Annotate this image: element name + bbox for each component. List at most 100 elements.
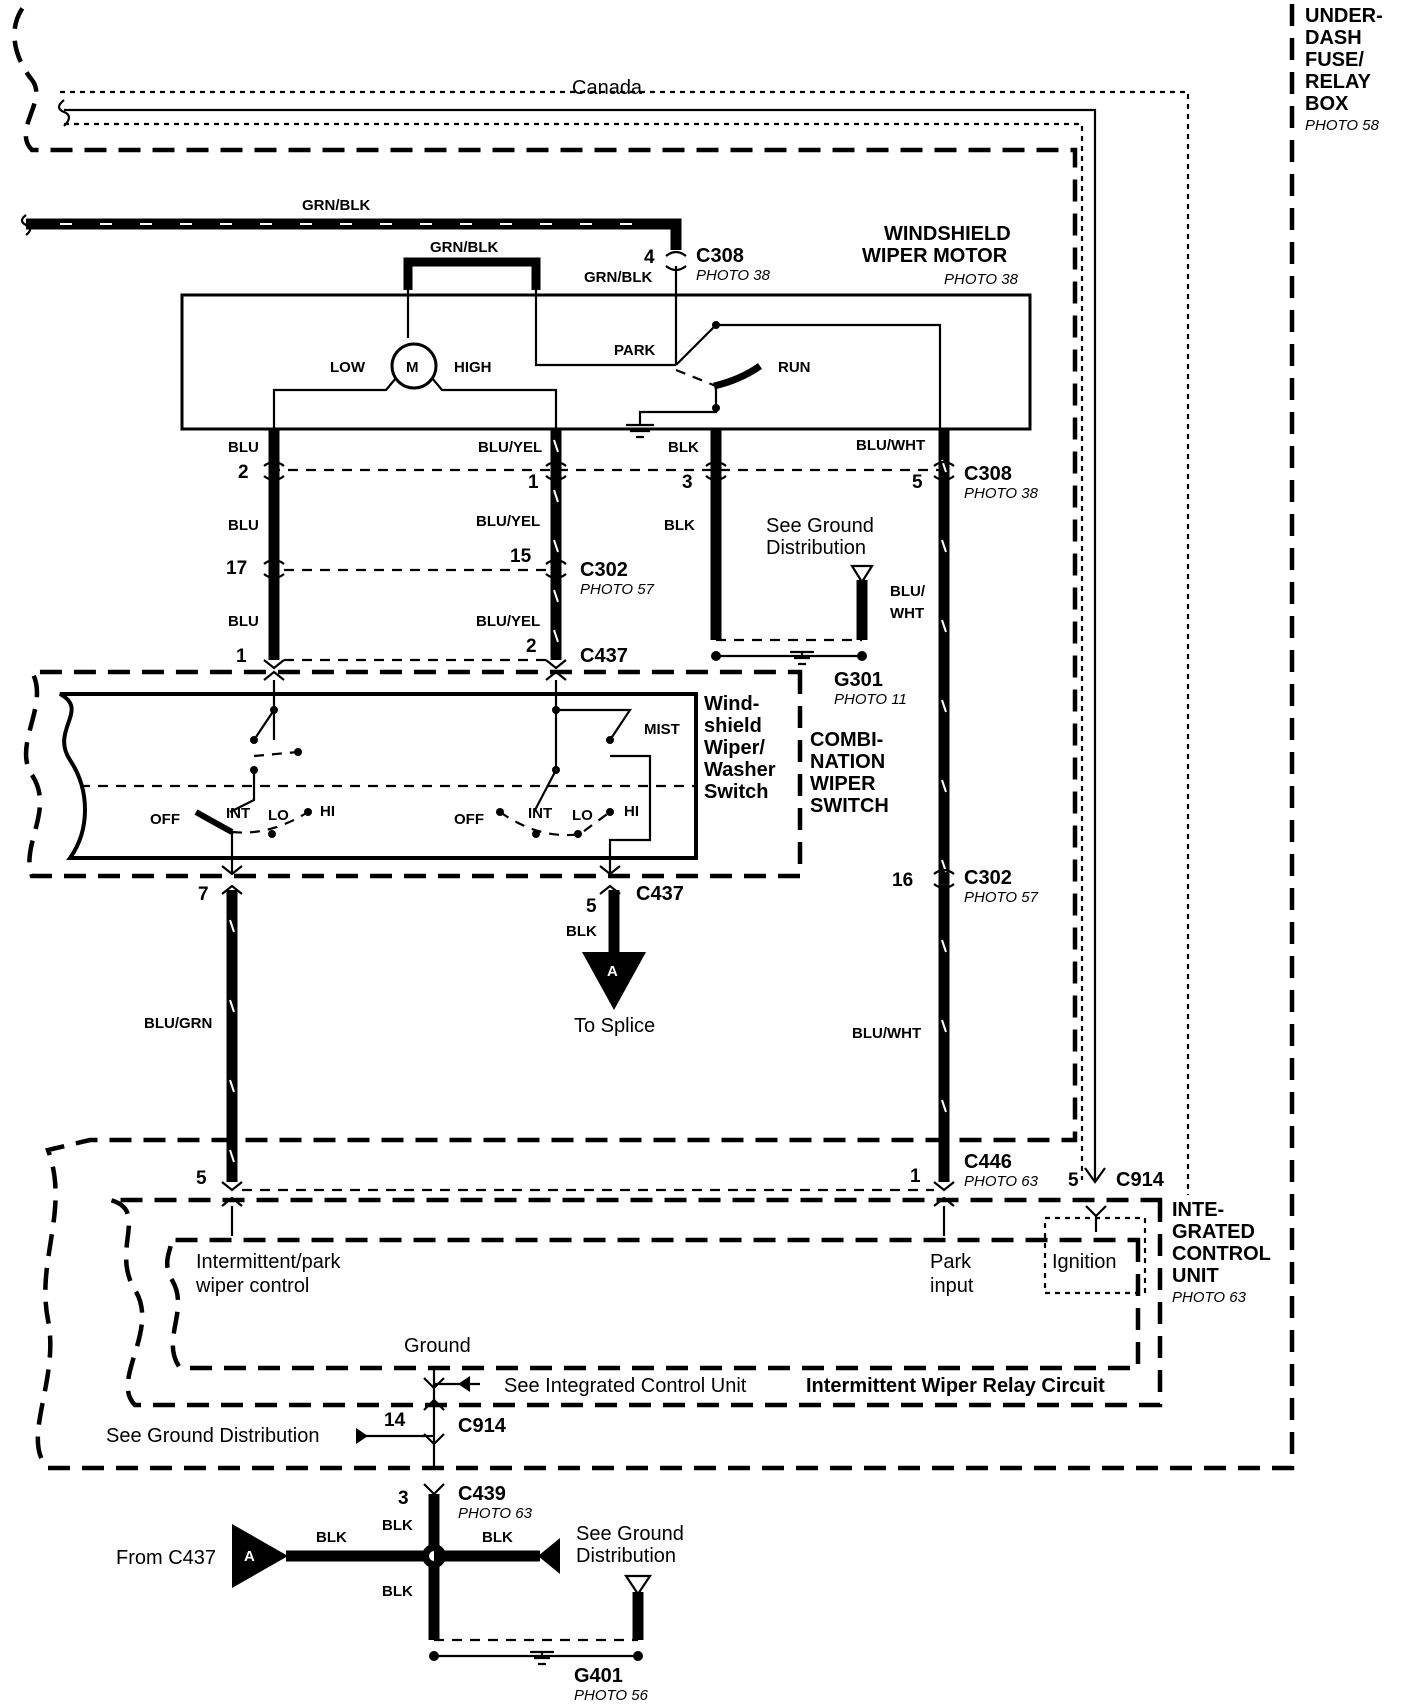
svg-text:See Ground: See Ground: [766, 515, 874, 537]
svg-text:1: 1: [236, 646, 247, 667]
svg-text:RELAY: RELAY: [1305, 71, 1372, 93]
svg-text:BLK: BLK: [668, 439, 699, 456]
svg-text:INT: INT: [528, 805, 552, 822]
svg-text:PHOTO 38: PHOTO 38: [944, 271, 1019, 288]
park-label: PARK: [614, 342, 656, 359]
to-splice-label: To Splice: [574, 1015, 655, 1037]
svg-text:Distribution: Distribution: [576, 1545, 676, 1567]
see-ground-distribution-left: See Ground Distribution: [106, 1425, 319, 1447]
see-icu-label: See Integrated Control Unit: [504, 1375, 747, 1397]
svg-text:M: M: [406, 359, 419, 376]
svg-text:5: 5: [586, 896, 597, 917]
svg-text:15: 15: [510, 546, 532, 567]
svg-text:input: input: [930, 1275, 974, 1297]
svg-text:Washer: Washer: [704, 759, 776, 781]
combination-switch-boundary: [23, 669, 803, 879]
svg-text:PHOTO 63: PHOTO 63: [1172, 1289, 1247, 1306]
svg-text:HI: HI: [320, 803, 335, 820]
svg-text:BLK: BLK: [482, 1529, 513, 1546]
from-c437-triangle: [232, 1524, 288, 1588]
svg-text:14: 14: [384, 1410, 406, 1431]
svg-text:BLU/YEL: BLU/YEL: [476, 513, 540, 530]
svg-text:INTE-: INTE-: [1172, 1199, 1224, 1221]
svg-text:WIPER MOTOR: WIPER MOTOR: [862, 245, 1008, 267]
svg-text:A: A: [607, 963, 618, 980]
see-ground-distribution-lower: See Ground Distribution: [576, 1523, 684, 1567]
svg-text:OFF: OFF: [454, 811, 484, 828]
svg-text:shield: shield: [704, 715, 762, 737]
svg-text:WIPER: WIPER: [810, 773, 876, 795]
photo-c308-bottom: PHOTO 38: [964, 485, 1039, 502]
svg-text:1: 1: [910, 1166, 921, 1187]
connector-c437-bottom: C437: [636, 883, 684, 905]
svg-text:COMBI-: COMBI-: [810, 729, 883, 751]
connector-c914-top: C914: [1116, 1169, 1165, 1191]
connector-g301: G301: [834, 669, 883, 691]
svg-text:BLU/YEL: BLU/YEL: [476, 613, 540, 630]
svg-text:WHT: WHT: [890, 605, 924, 622]
svg-text:17: 17: [226, 558, 247, 579]
photo-g301: PHOTO 11: [834, 691, 907, 708]
run-label: RUN: [778, 359, 811, 376]
high-label: HIGH: [454, 359, 492, 376]
svg-text:BLK: BLK: [382, 1517, 413, 1534]
connector-c914-bottom: C914: [458, 1415, 507, 1437]
svg-text:16: 16: [892, 870, 913, 891]
svg-text:1: 1: [528, 472, 539, 493]
svg-text:BOX: BOX: [1305, 93, 1349, 115]
svg-text:Distribution: Distribution: [766, 537, 866, 559]
wire-grn-blk-feed: [26, 218, 682, 250]
svg-text:LO: LO: [572, 807, 593, 824]
svg-text:OFF: OFF: [150, 811, 180, 828]
wire-label-grn-blk-2: GRN/BLK: [584, 269, 652, 286]
svg-text:Wind-: Wind-: [704, 693, 759, 715]
washer-switch-box: [58, 692, 698, 860]
svg-text:BLU/GRN: BLU/GRN: [144, 1015, 212, 1032]
from-c437-label: From C437: [116, 1547, 216, 1569]
ignition-label: Ignition: [1052, 1251, 1117, 1273]
svg-text:UNDER-: UNDER-: [1305, 5, 1383, 27]
svg-text:BLU/YEL: BLU/YEL: [478, 439, 542, 456]
photo-c302-a: PHOTO 57: [580, 581, 655, 598]
svg-text:A: A: [244, 1548, 255, 1565]
svg-text:Park: Park: [930, 1251, 972, 1273]
connector-c439: C439: [458, 1483, 506, 1505]
svg-text:BLK: BLK: [566, 923, 597, 940]
relay-circuit-label: Intermittent Wiper Relay Circuit: [806, 1375, 1105, 1397]
svg-text:BLU/WHT: BLU/WHT: [852, 1025, 921, 1042]
connector-c308-top: C308: [696, 245, 744, 267]
icu-label: INTE- GRATED CONTROL UNIT PHOTO 63: [1172, 1199, 1271, 1306]
wiper-motor-label: WINDSHIELD WIPER MOTOR PHOTO 38: [862, 223, 1019, 288]
svg-text:WINDSHIELD: WINDSHIELD: [884, 223, 1011, 245]
wiper-motor-box: [180, 293, 1032, 431]
splice-a-triangle: [582, 952, 646, 1010]
photo-g401: PHOTO 56: [574, 1687, 649, 1704]
svg-text:BLU: BLU: [228, 613, 259, 630]
ground-label: Ground: [404, 1335, 471, 1357]
svg-text:LO: LO: [268, 807, 289, 824]
svg-text:5: 5: [1068, 1170, 1079, 1191]
wire-break-symbol: [57, 99, 71, 127]
connector-c308-bottom: C308: [964, 463, 1012, 485]
connector-c446: C446: [964, 1151, 1012, 1173]
underdash-fuse-box-boundary: [12, 4, 1295, 1471]
washer-switch-label: Wind- shield Wiper/ Washer Switch: [704, 693, 776, 803]
wire-label-grn-blk: GRN/BLK: [302, 197, 370, 214]
svg-text:FUSE/: FUSE/: [1305, 49, 1364, 71]
svg-text:CONTROL: CONTROL: [1172, 1243, 1271, 1265]
svg-text:GRATED: GRATED: [1172, 1221, 1255, 1243]
svg-text:7: 7: [198, 884, 209, 905]
svg-text:BLU/: BLU/: [890, 583, 926, 600]
svg-text:UNIT: UNIT: [1172, 1265, 1219, 1287]
motor-internal-grn-blk: [403, 257, 541, 290]
svg-text:BLK: BLK: [382, 1583, 413, 1600]
photo-c439: PHOTO 63: [458, 1505, 533, 1522]
photo-c308-top: PHOTO 38: [696, 267, 771, 284]
svg-text:BLK: BLK: [664, 517, 695, 534]
svg-text:NATION: NATION: [810, 751, 885, 773]
svg-text:Intermittent/park: Intermittent/park: [196, 1251, 342, 1273]
mist-label: MIST: [644, 721, 680, 738]
canada-label: Canada: [572, 77, 643, 99]
motor-symbol: [390, 342, 438, 390]
svg-text:GRN/BLK: GRN/BLK: [430, 239, 498, 256]
